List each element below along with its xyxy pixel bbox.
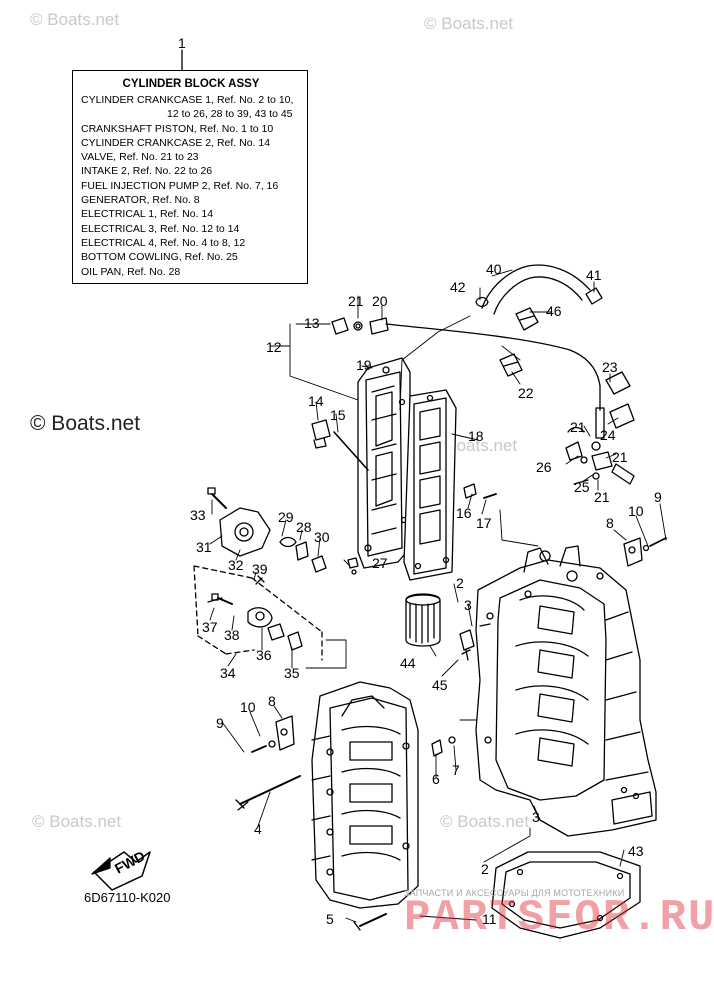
callout-38: 38 [224,627,240,643]
callout-3: 3 [532,809,540,825]
callout-42: 42 [450,279,466,295]
callout-13: 13 [304,315,320,331]
watermark-boats-side: © Boats.net [30,412,141,435]
cylinder-block-part [311,681,419,909]
callout-23: 23 [602,359,618,375]
brand-watermark: ЗАПЧАСТИ И АКСЕССУАРЫ ДЛЯ МОТОТЕХНИКИ PA… [404,888,714,940]
callout-39: 39 [252,561,268,577]
callout-22: 22 [518,385,534,401]
legend-title: CYLINDER BLOCK ASSY [122,78,260,90]
callout-35: 35 [284,665,300,681]
legend-line: CYLINDER CRANKCASE 2, Ref. No. 14 [81,136,271,149]
callout-18: 18 [468,428,484,444]
callout-5: 5 [326,911,334,927]
legend-line: GENERATOR, Ref. No. 8 [81,194,200,207]
callout-12: 12 [266,339,282,355]
callout-25: 25 [574,479,590,495]
callout-2: 2 [481,861,489,877]
callout-37: 37 [202,619,218,635]
exhaust-cover-gasket-part [403,389,457,581]
callout-6: 6 [432,771,440,787]
callout-36: 36 [256,647,272,663]
oil-filter-part [405,593,441,647]
callout-21: 21 [348,293,364,309]
callout-30: 30 [314,529,330,545]
callout-21: 21 [612,449,628,465]
brand-suffix: .RU [631,893,714,943]
callout-41: 41 [586,267,602,283]
callout-21: 21 [594,489,610,505]
legend-line: BOTTOM COWLING, Ref. No. 25 [81,251,238,264]
callout-29: 29 [278,509,294,525]
callout-3: 3 [464,597,472,613]
legend-line: ELECTRICAL 4, Ref. No. 4 to 8, 12 [81,236,246,249]
brand-tagline: ЗАПЧАСТИ И АКСЕССУАРЫ ДЛЯ МОТОТЕХНИКИ [404,888,625,898]
legend-line: VALVE, Ref. No. 21 to 23 [81,151,199,164]
legend-box: CYLINDER BLOCK ASSY CYLINDER CRANKCASE 1… [72,70,308,284]
cylinder-head-cover-part [357,357,411,569]
callout-45: 45 [432,677,448,693]
callout-24: 24 [600,427,616,443]
fwd-arrow-icon [91,851,151,891]
callout-32: 32 [228,557,244,573]
legend-line: CYLINDER CRANKCASE 1, Ref. No. 2 to 10, [81,94,294,106]
watermark-boats: © Boats.net [30,10,120,29]
callout-27: 27 [372,555,388,571]
callout-34: 34 [220,665,236,681]
anode-group-dashed-box [193,565,323,661]
callout-9: 9 [216,715,224,731]
callout-19: 19 [356,357,372,373]
crankcase-part [475,545,657,837]
thermostat-cover-part [207,487,271,557]
callout-2: 2 [456,575,464,591]
thermostat-parts [279,536,327,573]
callout-44: 44 [400,655,416,671]
legend-line: INTAKE 2, Ref. No. 22 to 26 [81,165,213,178]
callout-15: 15 [330,407,346,423]
callout-33: 33 [190,507,206,523]
brand-name: PARTSFOR.RU [404,896,714,940]
callout-40: 40 [486,261,502,277]
callout-8: 8 [268,693,276,709]
oil-fitting-part [459,629,475,661]
callout-31: 31 [196,539,212,555]
callout-7: 7 [452,762,460,778]
oil-pan-gasket-part [491,851,641,939]
legend-line: 12 to 26, 28 to 39, 43 to 45 [167,108,293,121]
drawing-code: 6D67110-K020 [84,890,171,905]
callout-10: 10 [240,699,256,715]
legend-line: ELECTRICAL 3, Ref. No. 12 to 14 [81,222,240,235]
bolts [235,483,667,931]
legend-line: FUEL INJECTION PUMP 2, Ref. No. 7, 16 [81,179,279,192]
callout-1: 1 [178,35,186,51]
watermark-boats: © Boats.net [424,14,514,33]
callout-16: 16 [456,505,472,521]
watermark-boats: © Boats.net [440,812,530,831]
callout-numbers: 1 2 2 3 3 4 5 6 7 8 8 9 9 10 10 11 12 13… [178,35,662,927]
watermark-boats: © Boats.net [32,812,122,831]
cooling-hoses-part [331,264,635,485]
callout-46: 46 [546,303,562,319]
leader-lines [209,269,667,923]
small-parts [207,419,369,603]
callout-28: 28 [296,519,312,535]
callout-21: 21 [570,419,586,435]
callout-14: 14 [308,393,324,409]
callout-43: 43 [628,843,644,859]
legend-line: CRANKSHAFT PISTON, Ref. No. 1 to 10 [81,122,274,135]
callout-10: 10 [628,503,644,519]
legend-line: ELECTRICAL 1, Ref. No. 14 [81,208,214,221]
legend-line: OIL PAN, Ref. No. 28 [81,265,181,278]
brand-name-text: PARTSFOR [404,893,632,943]
callout-4: 4 [254,821,262,837]
callout-9: 9 [654,489,662,505]
callout-11: 11 [482,911,497,927]
callout-26: 26 [536,459,552,475]
callout-8: 8 [606,515,614,531]
callout-20: 20 [372,293,388,309]
callout-17: 17 [476,515,492,531]
